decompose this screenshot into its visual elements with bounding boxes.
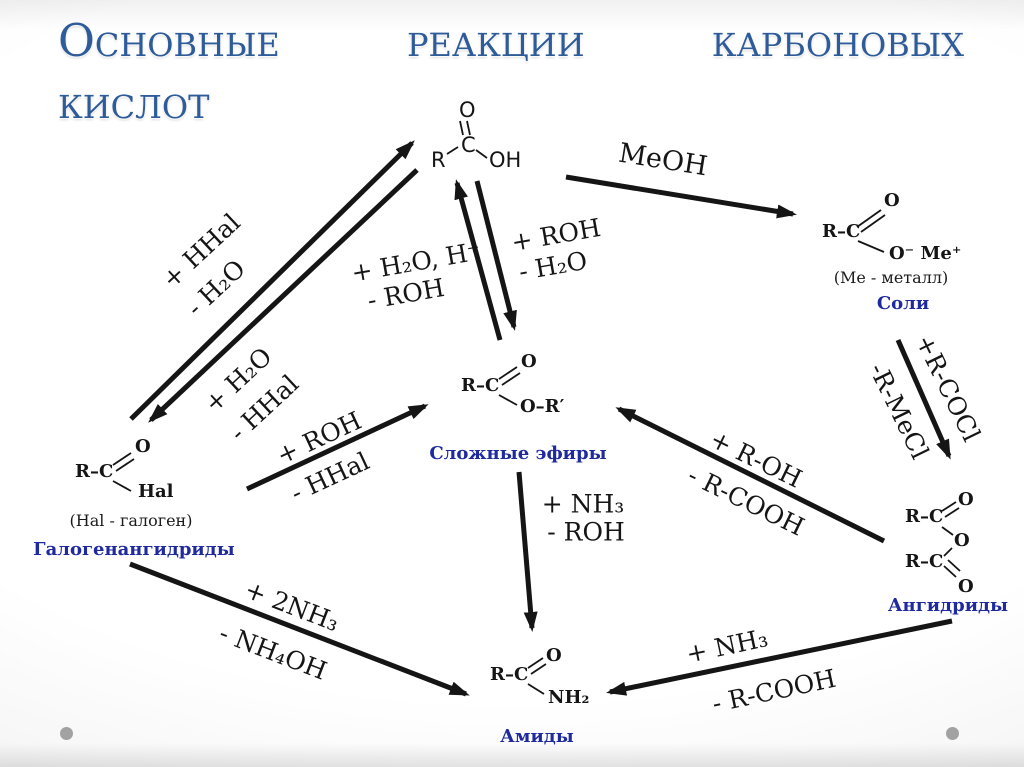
bonds xyxy=(112,120,961,695)
bond xyxy=(112,452,132,466)
bond xyxy=(498,366,518,380)
anhydride-o2: O xyxy=(958,576,974,597)
anhydride-rc2: R–C xyxy=(905,551,943,572)
salt-label: Соли xyxy=(877,293,929,314)
bond xyxy=(459,120,464,136)
bond xyxy=(856,209,882,228)
bond xyxy=(530,663,547,675)
slide-title-line2: кислот xyxy=(58,76,210,130)
bond xyxy=(943,565,957,578)
acid-c: C xyxy=(461,133,476,157)
title-word: реакции xyxy=(406,14,585,67)
arrows xyxy=(129,140,953,697)
bond xyxy=(943,547,953,557)
halide-label: Галогенангидриды xyxy=(33,539,235,560)
anhydride-o1: O xyxy=(958,489,974,510)
salt-ome: O⁻ Me⁺ xyxy=(889,243,961,264)
slide-title-line1: Основные реакции карбоновых xyxy=(58,10,964,72)
amide-rc: R–C xyxy=(490,664,528,685)
ester-label: Сложные эфиры xyxy=(429,443,606,464)
bond xyxy=(446,146,459,155)
arrow-ester-to-acid xyxy=(454,179,503,341)
anhydride-label: Ангидриды xyxy=(888,595,1008,616)
bond xyxy=(498,394,518,406)
label-ester-to-amide-minus: - ROH xyxy=(547,517,625,547)
slide-bullet-right xyxy=(946,727,959,740)
arrow-salt-to-anhydride xyxy=(895,338,952,460)
amide-o: O xyxy=(546,645,562,666)
bond xyxy=(941,501,957,512)
bond xyxy=(941,526,954,536)
arrow-acid-to-halide xyxy=(148,168,419,423)
arrow-halide-to-acid xyxy=(129,140,415,421)
ester-or: O–R′ xyxy=(520,396,565,417)
amide-label: Амиды xyxy=(500,726,574,747)
halide-rc: R–C xyxy=(75,461,113,482)
bond xyxy=(527,683,545,695)
bond xyxy=(475,149,488,159)
bond xyxy=(115,458,135,472)
halide-note: (Hal - галоген) xyxy=(70,511,193,530)
acid-oh: OH xyxy=(489,148,521,172)
arrow-ester-to-amide xyxy=(516,471,538,632)
bond xyxy=(947,559,961,572)
arrow-halide-to-amide xyxy=(129,561,470,697)
salt-note: (Ме - металл) xyxy=(834,268,949,287)
bond xyxy=(501,372,521,386)
bond xyxy=(944,507,960,518)
arrow-halide-to-ester xyxy=(245,403,429,492)
structures: R C O OH R–C O O⁻ Me⁺ (Ме - металл) Соли… xyxy=(33,98,1008,747)
acid-o: O xyxy=(459,98,476,122)
title-word: Основные xyxy=(58,14,280,67)
salt-o: O xyxy=(884,190,900,211)
slide-title: Основные реакции карбоновых кислот xyxy=(58,10,964,134)
label-ester-to-amide-plus: + NH₃ xyxy=(541,489,625,519)
salt-rc: R–C xyxy=(822,221,860,242)
bond xyxy=(112,480,132,492)
ester-o: O xyxy=(521,351,537,372)
slide-bullet-left xyxy=(60,727,73,740)
arrow-anhydride-to-amide xyxy=(606,618,953,696)
amide-nh2: NH₂ xyxy=(548,687,589,708)
acid-r: R xyxy=(431,148,446,172)
anhydride-rc1: R–C xyxy=(905,506,943,527)
bond xyxy=(527,657,544,669)
arrow-acid-to-ester xyxy=(474,180,517,331)
halide-hal: Hal xyxy=(138,481,174,502)
title-word: карбоновых xyxy=(711,14,964,67)
bond xyxy=(860,214,886,233)
arrow-acid-to-salt xyxy=(565,174,797,219)
bond xyxy=(857,240,885,253)
ester-rc: R–C xyxy=(461,375,499,396)
bond xyxy=(466,120,471,136)
arrow-anhydride-to-ester xyxy=(615,406,886,544)
anhydride-omid: O xyxy=(954,530,970,551)
halide-o: O xyxy=(135,436,151,457)
